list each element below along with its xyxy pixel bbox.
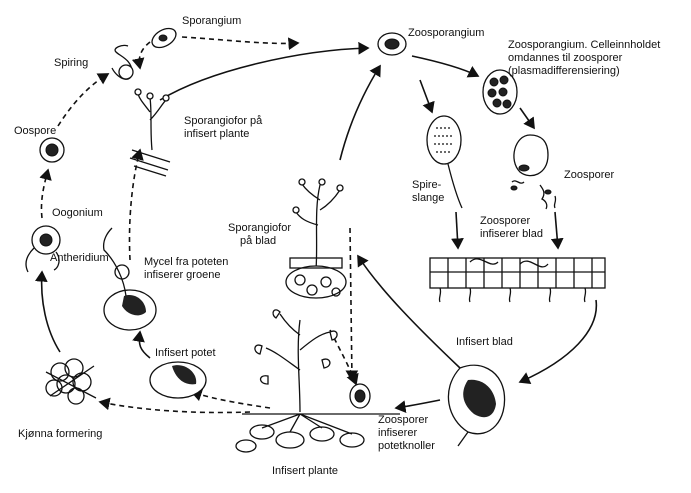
- label-sporangiofor-blad-2: på blad: [240, 235, 276, 247]
- label-zoosporer: Zoosporer: [564, 169, 614, 181]
- sporangium-illustration: [149, 25, 180, 52]
- label-zoosporer-knoller-2: infiserer: [378, 427, 417, 439]
- label-zoosporer-blad-2: infiserer blad: [480, 228, 543, 240]
- arrow-sporangium-to-zoosporangium: [182, 37, 298, 43]
- label-zoosporer-blad-1: Zoosporer: [480, 215, 530, 227]
- arrow-spireslange-to-leaf: [456, 212, 458, 248]
- oospore-illustration: [40, 138, 64, 162]
- label-kjonna-formering: Kjønna formering: [18, 428, 102, 440]
- label-zoo-desc-1: Zoosporangium. Celleinnholdet: [508, 39, 660, 51]
- arrow-plant-to-kjonna: [100, 402, 250, 413]
- label-zoosporangium: Zoosporangium: [408, 27, 484, 39]
- tuber-zoospore-illustration: [350, 384, 370, 408]
- label-zoo-desc-3: (plasmadifferensiering): [508, 65, 620, 77]
- label-spiring: Spiring: [54, 57, 88, 69]
- labels: Sporangium Spiring Zoosporangium Zoospor…: [14, 15, 660, 477]
- arrow-plant-to-potet: [192, 392, 270, 408]
- arrow-oogonium-to-oospore: [41, 170, 48, 218]
- arrow-kjonna-to-antheridium: [42, 272, 60, 352]
- label-infisert-blad: Infisert blad: [456, 336, 513, 348]
- arrow-to-zoosporer: [520, 108, 534, 128]
- oogonium-illustration: [26, 226, 60, 272]
- zoosporer-illustration: [511, 135, 556, 209]
- label-zoosporer-knoller-3: potetknoller: [378, 440, 435, 452]
- label-sporangiofor-plante-1: Sporangiofor på: [184, 115, 263, 127]
- label-sporangiofor-blad-1: Sporangiofor: [228, 222, 291, 234]
- label-zoo-desc-2: omdannes til zoosporer: [508, 52, 623, 64]
- arrow-zoosporer-to-leaf: [555, 212, 558, 248]
- sexual-reproduction-illustration: [46, 359, 96, 404]
- leaf-section-illustration: [430, 258, 605, 302]
- arrow-leaf-to-infected-leaf: [520, 300, 596, 382]
- arrow-to-spireslange: [420, 80, 432, 112]
- arrow-sporangiofor-to-zoosporangium: [160, 48, 368, 100]
- label-oogonium: Oogonium: [52, 207, 103, 219]
- label-mycel-1: Mycel fra poteten: [144, 256, 228, 268]
- zoosporangium-illustration: [378, 33, 406, 55]
- label-zoosporer-knoller-1: Zoosporer: [378, 414, 428, 426]
- sporangiofor-plante-illustration: [130, 89, 170, 176]
- infected-plant-illustration: [236, 310, 400, 452]
- label-sporangiofor-plante-2: infisert plante: [184, 128, 249, 140]
- label-oospore: Oospore: [14, 125, 56, 137]
- infected-potato-illustration: [150, 362, 206, 398]
- label-mycel-2: infiserer groene: [144, 269, 220, 281]
- arrow-blad-sporangiofor-to-zoosporangium: [340, 66, 380, 160]
- label-sporangium: Sporangium: [182, 15, 241, 27]
- arrow-to-plasma: [412, 56, 478, 76]
- arrow-sporangium-to-spiring: [139, 42, 150, 68]
- label-infisert-plante: Infisert plante: [272, 465, 338, 477]
- label-spireslange-1: Spire-: [412, 179, 442, 191]
- label-infisert-potet: Infisert potet: [155, 347, 216, 359]
- arrow-oospore-to-spiring: [58, 74, 108, 126]
- sporangiofor-blad-illustration: [286, 179, 346, 298]
- label-spireslange-2: slange: [412, 192, 444, 204]
- arrow-infected-leaf-to-plant: [396, 400, 440, 408]
- arrow-to-tuber-spore: [350, 228, 352, 380]
- label-antheridium: Antheridium: [50, 252, 109, 264]
- arrow-potet-to-mycel: [139, 332, 150, 358]
- spiring-illustration: [112, 45, 133, 79]
- infected-leaf-illustration: [448, 365, 504, 446]
